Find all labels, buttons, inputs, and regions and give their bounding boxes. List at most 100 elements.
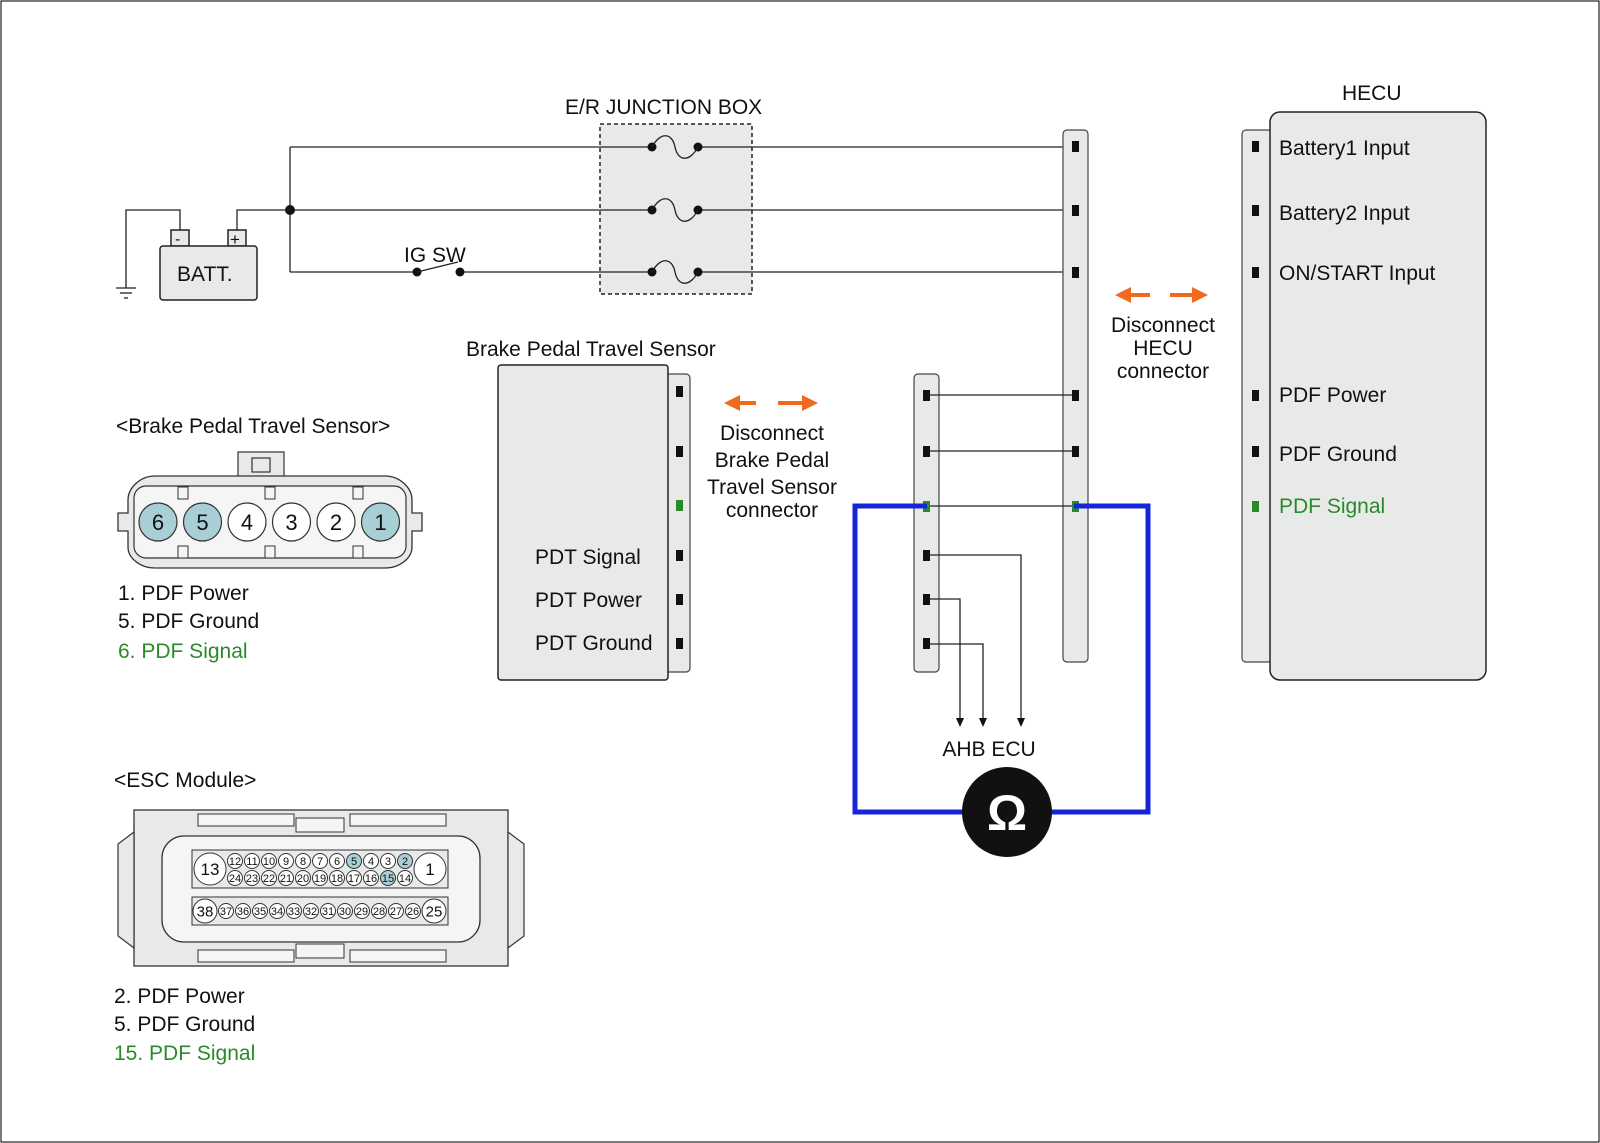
bpts-module: Brake Pedal Travel Sensor PDT Signal PDT…	[466, 338, 716, 681]
esc-pin-label-r1-7: 7	[317, 856, 323, 868]
battery-plus: +	[230, 230, 240, 249]
esc-pin-r1-7	[312, 853, 328, 869]
esc-pin-r3-26	[405, 903, 421, 919]
fuse-1	[647, 135, 703, 159]
esc-pin-r1-11	[244, 853, 260, 869]
bpts-pin-label-4: 4	[241, 510, 253, 535]
bpts-module-title: Brake Pedal Travel Sensor	[466, 338, 716, 361]
esc-pin-label-r2-14: 14	[399, 873, 411, 885]
esc-pin-r3-32	[303, 903, 319, 919]
disconnect-hecu-callout: Disconnect HECU connector	[1111, 287, 1215, 383]
battery-label: BATT.	[177, 263, 233, 286]
bpts-harness-connector	[913, 373, 940, 673]
esc-pin-label-r1-9: 9	[283, 856, 289, 868]
esc-pin-r1-6	[329, 853, 345, 869]
esc-legend-1: 2. PDF Power	[114, 985, 245, 1008]
bpts-pin-label-2: 2	[330, 510, 342, 535]
esc-pin-r2-18	[329, 870, 345, 886]
esc-pin-r2-24	[227, 870, 243, 886]
esc-pin-label-big-13: 13	[201, 860, 220, 879]
ahb-ecu-label: AHB ECU	[942, 738, 1035, 761]
power-circuit: E/R JUNCTION BOX IG SW	[116, 96, 1076, 301]
ohmmeter-circuit: Ω	[852, 503, 1151, 857]
esc-pin-label-r1-3: 3	[385, 856, 391, 868]
bpts-legend-3: 6. PDF Signal	[118, 640, 248, 663]
battery-minus: -	[175, 231, 180, 248]
esc-pin-r3-29	[354, 903, 370, 919]
esc-pin-label-r2-17: 17	[348, 873, 360, 885]
esc-pin-r2-22	[261, 870, 277, 886]
battery-body	[159, 245, 258, 301]
esc-pin-label-r1-2: 2	[402, 856, 408, 868]
esc-pin-label-r2-23: 23	[246, 873, 258, 885]
esc-pin-label-r3-32: 32	[305, 906, 317, 918]
disconnect-bpts-callout: Disconnect Brake Pedal Travel Sensor con…	[707, 395, 837, 522]
esc-pin-label-r3-26: 26	[407, 906, 419, 918]
disconnect-hecu-line1: Disconnect	[1111, 314, 1215, 337]
battery: - + BATT.	[116, 205, 295, 301]
esc-pin-label-r3-27: 27	[390, 906, 402, 918]
esc-pin-r3-30	[337, 903, 353, 919]
esc-pin-big-25	[421, 898, 447, 924]
bpts-pin-5	[182, 502, 223, 542]
bpts-pin-1	[360, 502, 401, 542]
esc-pin-label-r1-8: 8	[300, 856, 306, 868]
disconnect-hecu-line2: HECU	[1133, 337, 1193, 360]
esc-pin-label-r2-21: 21	[280, 873, 292, 885]
bpts-pin-pdt-ground: PDT Ground	[535, 632, 653, 655]
disconnect-bpts-line1: Disconnect	[720, 422, 824, 445]
esc-pin-r3-36	[235, 903, 251, 919]
esc-pin-label-r2-20: 20	[297, 873, 309, 885]
esc-pin-label-r1-6: 6	[334, 856, 340, 868]
bpts-connector-title: <Brake Pedal Travel Sensor>	[116, 415, 390, 438]
esc-pin-label-r3-28: 28	[373, 906, 385, 918]
esc-pin-label-r3-33: 33	[288, 906, 300, 918]
esc-pin-r1-8	[295, 853, 311, 869]
esc-pin-label-r1-5: 5	[351, 856, 357, 868]
esc-pin-label-r2-22: 22	[263, 873, 275, 885]
esc-pin-label-r1-11: 11	[246, 856, 257, 868]
esc-pin-big-13	[193, 852, 227, 886]
esc-pin-r1-4	[363, 853, 379, 869]
esc-pin-r2-15	[380, 870, 396, 886]
esc-pin-r2-23	[244, 870, 260, 886]
esc-pin-r2-14	[397, 870, 413, 886]
bpts-pin-4	[227, 502, 267, 542]
esc-pin-r3-34	[269, 903, 285, 919]
esc-legend-3: 15. PDF Signal	[114, 1042, 255, 1065]
esc-pin-label-big-38: 38	[197, 903, 214, 920]
esc-pin-r3-28	[371, 903, 387, 919]
esc-pin-label-r2-15: 15	[382, 873, 394, 885]
hecu-body	[1269, 111, 1487, 681]
bpts-legend-1: 1. PDF Power	[118, 582, 249, 605]
esc-pin-r1-9	[278, 853, 294, 869]
esc-pin-label-r3-37: 37	[220, 906, 232, 918]
bpts-pin-3	[271, 502, 312, 542]
fuse-2	[647, 198, 703, 222]
esc-pin-label-r1-4: 4	[368, 856, 374, 868]
junction-box-title: E/R JUNCTION BOX	[565, 96, 762, 119]
esc-pin-r3-31	[320, 903, 336, 919]
esc-pin-r1-12	[227, 853, 243, 869]
bpts-module-body	[497, 364, 669, 681]
esc-pin-r3-35	[252, 903, 268, 919]
bpts-pin-label-1: 1	[374, 510, 386, 535]
esc-pin-label-big-1: 1	[425, 860, 434, 879]
ohm-symbol: Ω	[987, 785, 1027, 841]
esc-pin-r2-17	[346, 870, 362, 886]
esc-pin-big-38	[192, 898, 218, 924]
esc-pin-label-r2-16: 16	[365, 873, 377, 885]
hecu-pin-on-start: ON/START Input	[1279, 262, 1436, 285]
hecu-pin-battery2: Battery2 Input	[1279, 202, 1410, 225]
esc-pin-label-r1-12: 12	[229, 856, 241, 868]
esc-pin-big-1	[413, 852, 447, 886]
esc-pin-r2-16	[363, 870, 379, 886]
esc-pin-r1-2	[397, 853, 413, 869]
ohmmeter	[962, 767, 1052, 857]
hecu-pin-pdf-ground: PDF Ground	[1279, 443, 1397, 466]
ig-sw-label: IG SW	[404, 244, 466, 267]
disconnect-hecu-line3: connector	[1117, 360, 1209, 383]
